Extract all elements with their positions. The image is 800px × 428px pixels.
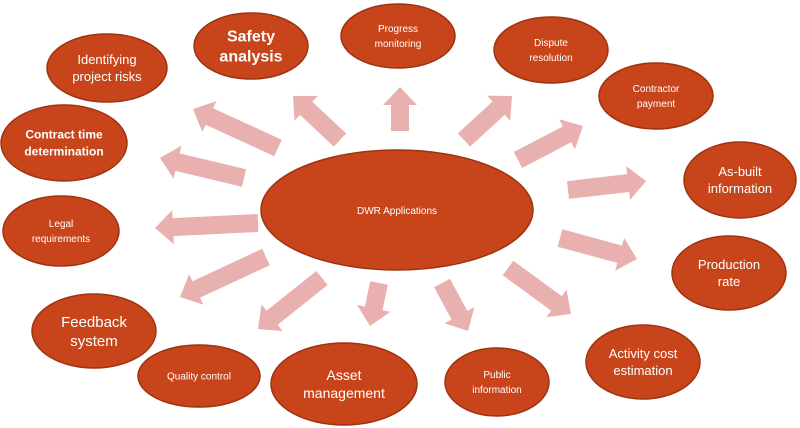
node-progress-ellipse bbox=[340, 3, 456, 69]
node-legal: Legal requirements bbox=[2, 195, 120, 267]
arrow-to-progress bbox=[383, 87, 417, 131]
node-contractor-label: Contractor bbox=[633, 84, 680, 95]
node-risks-label: Identifying bbox=[77, 52, 136, 67]
node-dispute-label: resolution bbox=[529, 53, 572, 64]
node-public-label: Public bbox=[483, 370, 510, 381]
node-feedback-label: system bbox=[70, 333, 118, 350]
node-public-label: information bbox=[472, 385, 521, 396]
node-public-ellipse bbox=[444, 347, 550, 417]
node-feedback-ellipse bbox=[31, 293, 157, 369]
node-production-ellipse bbox=[671, 235, 787, 311]
node-asset-label: Asset bbox=[326, 367, 361, 383]
node-contractor-label: payment bbox=[637, 99, 676, 110]
node-safety-label: analysis bbox=[219, 49, 282, 66]
node-activity-label: estimation bbox=[613, 363, 672, 378]
node-legal-label: requirements bbox=[32, 234, 90, 245]
node-progress-label: Progress bbox=[378, 24, 418, 35]
arrow-to-dispute bbox=[457, 95, 512, 147]
node-dispute-ellipse bbox=[493, 16, 609, 84]
node-dispute-label: Dispute bbox=[534, 38, 568, 49]
arrow-to-production bbox=[557, 229, 637, 271]
node-quality: Quality control bbox=[137, 344, 261, 408]
center-node: DWR Applications bbox=[260, 149, 534, 271]
node-layer: Safety analysis Progress monitoring Dispute r… bbox=[0, 3, 797, 426]
node-risks-label: project risks bbox=[72, 69, 142, 84]
node-contractor-ellipse bbox=[598, 62, 714, 130]
node-asbuilt: As-built information bbox=[683, 141, 797, 219]
node-contract-ellipse bbox=[0, 104, 128, 182]
node-dispute: Dispute resolution bbox=[493, 16, 609, 84]
node-production: Production rate bbox=[671, 235, 787, 311]
arrow-to-risks bbox=[193, 101, 282, 157]
node-public: Public information bbox=[444, 347, 550, 417]
arrow-to-public bbox=[434, 278, 475, 331]
arrow-to-asset bbox=[357, 281, 391, 326]
node-activity-ellipse bbox=[585, 324, 701, 400]
center-node-ellipse bbox=[260, 149, 534, 271]
node-feedback: Feedback system bbox=[31, 293, 157, 369]
node-risks-ellipse bbox=[46, 33, 168, 103]
arrow-layer bbox=[155, 87, 646, 332]
node-production-label: Production bbox=[698, 257, 760, 272]
node-progress-label: monitoring bbox=[375, 39, 422, 50]
node-progress: Progress monitoring bbox=[340, 3, 456, 69]
node-asbuilt-label: As-built bbox=[718, 164, 762, 179]
node-legal-ellipse bbox=[2, 195, 120, 267]
node-activity: Activity cost estimation bbox=[585, 324, 701, 400]
node-risks: Identifying project risks bbox=[46, 33, 168, 103]
arrow-to-feedback bbox=[180, 248, 270, 305]
node-asbuilt-ellipse bbox=[683, 141, 797, 219]
arrow-to-legal bbox=[155, 210, 259, 245]
arrow-to-safety bbox=[293, 95, 347, 147]
arrow-to-contract bbox=[160, 145, 247, 187]
arrow-to-asbuilt bbox=[567, 166, 646, 200]
node-asset-ellipse bbox=[270, 342, 418, 426]
node-safety-label: Safety bbox=[227, 29, 275, 46]
node-contract-label: determination bbox=[24, 145, 103, 159]
node-asset: Asset management bbox=[270, 342, 418, 426]
node-asset-label: management bbox=[303, 385, 385, 401]
node-feedback-label: Feedback bbox=[61, 314, 127, 331]
node-safety: Safety analysis bbox=[193, 12, 309, 80]
node-contract: Contract time determination bbox=[0, 104, 128, 182]
node-asbuilt-label: information bbox=[708, 181, 772, 196]
arrow-to-activity bbox=[502, 260, 571, 318]
node-contractor: Contractor payment bbox=[598, 62, 714, 130]
node-contract-label: Contract time bbox=[25, 128, 103, 142]
node-quality-ellipse bbox=[137, 344, 261, 408]
node-production-label: rate bbox=[718, 274, 740, 289]
node-safety-ellipse bbox=[193, 12, 309, 80]
node-quality-label: Quality control bbox=[167, 372, 231, 383]
arrow-to-quality bbox=[258, 271, 328, 332]
node-legal-label: Legal bbox=[49, 219, 73, 230]
center-node-label: DWR Applications bbox=[357, 206, 437, 217]
node-activity-label: Activity cost bbox=[609, 346, 678, 361]
arrow-to-contractor bbox=[513, 119, 583, 168]
